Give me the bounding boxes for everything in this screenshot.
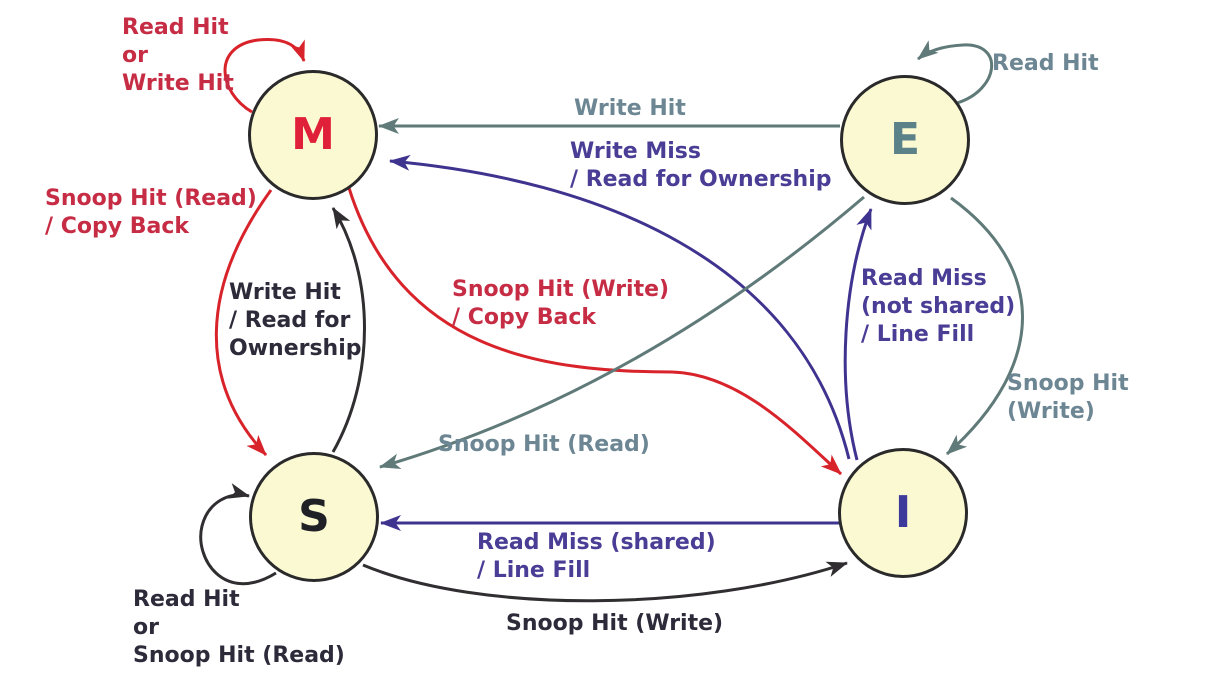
state-node-exclusive: E xyxy=(840,75,970,205)
state-letter-s: S xyxy=(298,491,330,542)
label-i-to-s: Read Miss (shared) / Line Fill xyxy=(477,530,716,583)
state-letter-m: M xyxy=(291,109,335,160)
arrow-i-to-m xyxy=(389,154,851,460)
state-node-shared: S xyxy=(249,452,379,582)
label-e-to-s: Snoop Hit (Read) xyxy=(438,432,650,457)
state-node-modified: M xyxy=(248,70,378,200)
arrow-s-to-i xyxy=(362,561,848,603)
label-m-self-loop: Read Hit or Write Hit xyxy=(122,15,234,96)
label-m-to-s: Snoop Hit (Read) / Copy Back xyxy=(45,186,257,239)
arrow-m-self-loop xyxy=(223,37,306,114)
arrow-s-to-m xyxy=(331,207,366,453)
arrow-i-to-e xyxy=(843,208,873,461)
label-i-to-e: Read Miss (not shared) / Line Fill xyxy=(861,266,1016,347)
arrow-e-self-loop xyxy=(917,40,993,105)
label-s-self-loop: Read Hit or Snoop Hit (Read) xyxy=(133,587,345,668)
state-letter-e: E xyxy=(889,114,921,165)
label-e-to-m: Write Hit xyxy=(574,96,686,121)
label-m-to-i: Snoop Hit (Write) / Copy Back xyxy=(452,277,670,330)
label-e-to-i: Snoop Hit (Write) xyxy=(1007,371,1129,424)
label-s-to-i: Snoop Hit (Write) xyxy=(506,611,724,636)
label-e-self-loop: Read Hit xyxy=(992,51,1099,76)
state-node-invalid: I xyxy=(838,448,968,578)
label-i-to-m: Write Miss / Read for Ownership xyxy=(570,139,832,192)
arrow-s-self-loop xyxy=(199,483,277,586)
label-s-to-m: Write Hit / Read for Ownership xyxy=(229,280,362,361)
arrow-m-to-s xyxy=(214,189,273,457)
arrow-e-to-s xyxy=(379,195,865,470)
arrow-m-to-i xyxy=(347,187,843,476)
state-letter-i: I xyxy=(894,487,912,538)
arrow-e-to-i xyxy=(946,196,1024,456)
